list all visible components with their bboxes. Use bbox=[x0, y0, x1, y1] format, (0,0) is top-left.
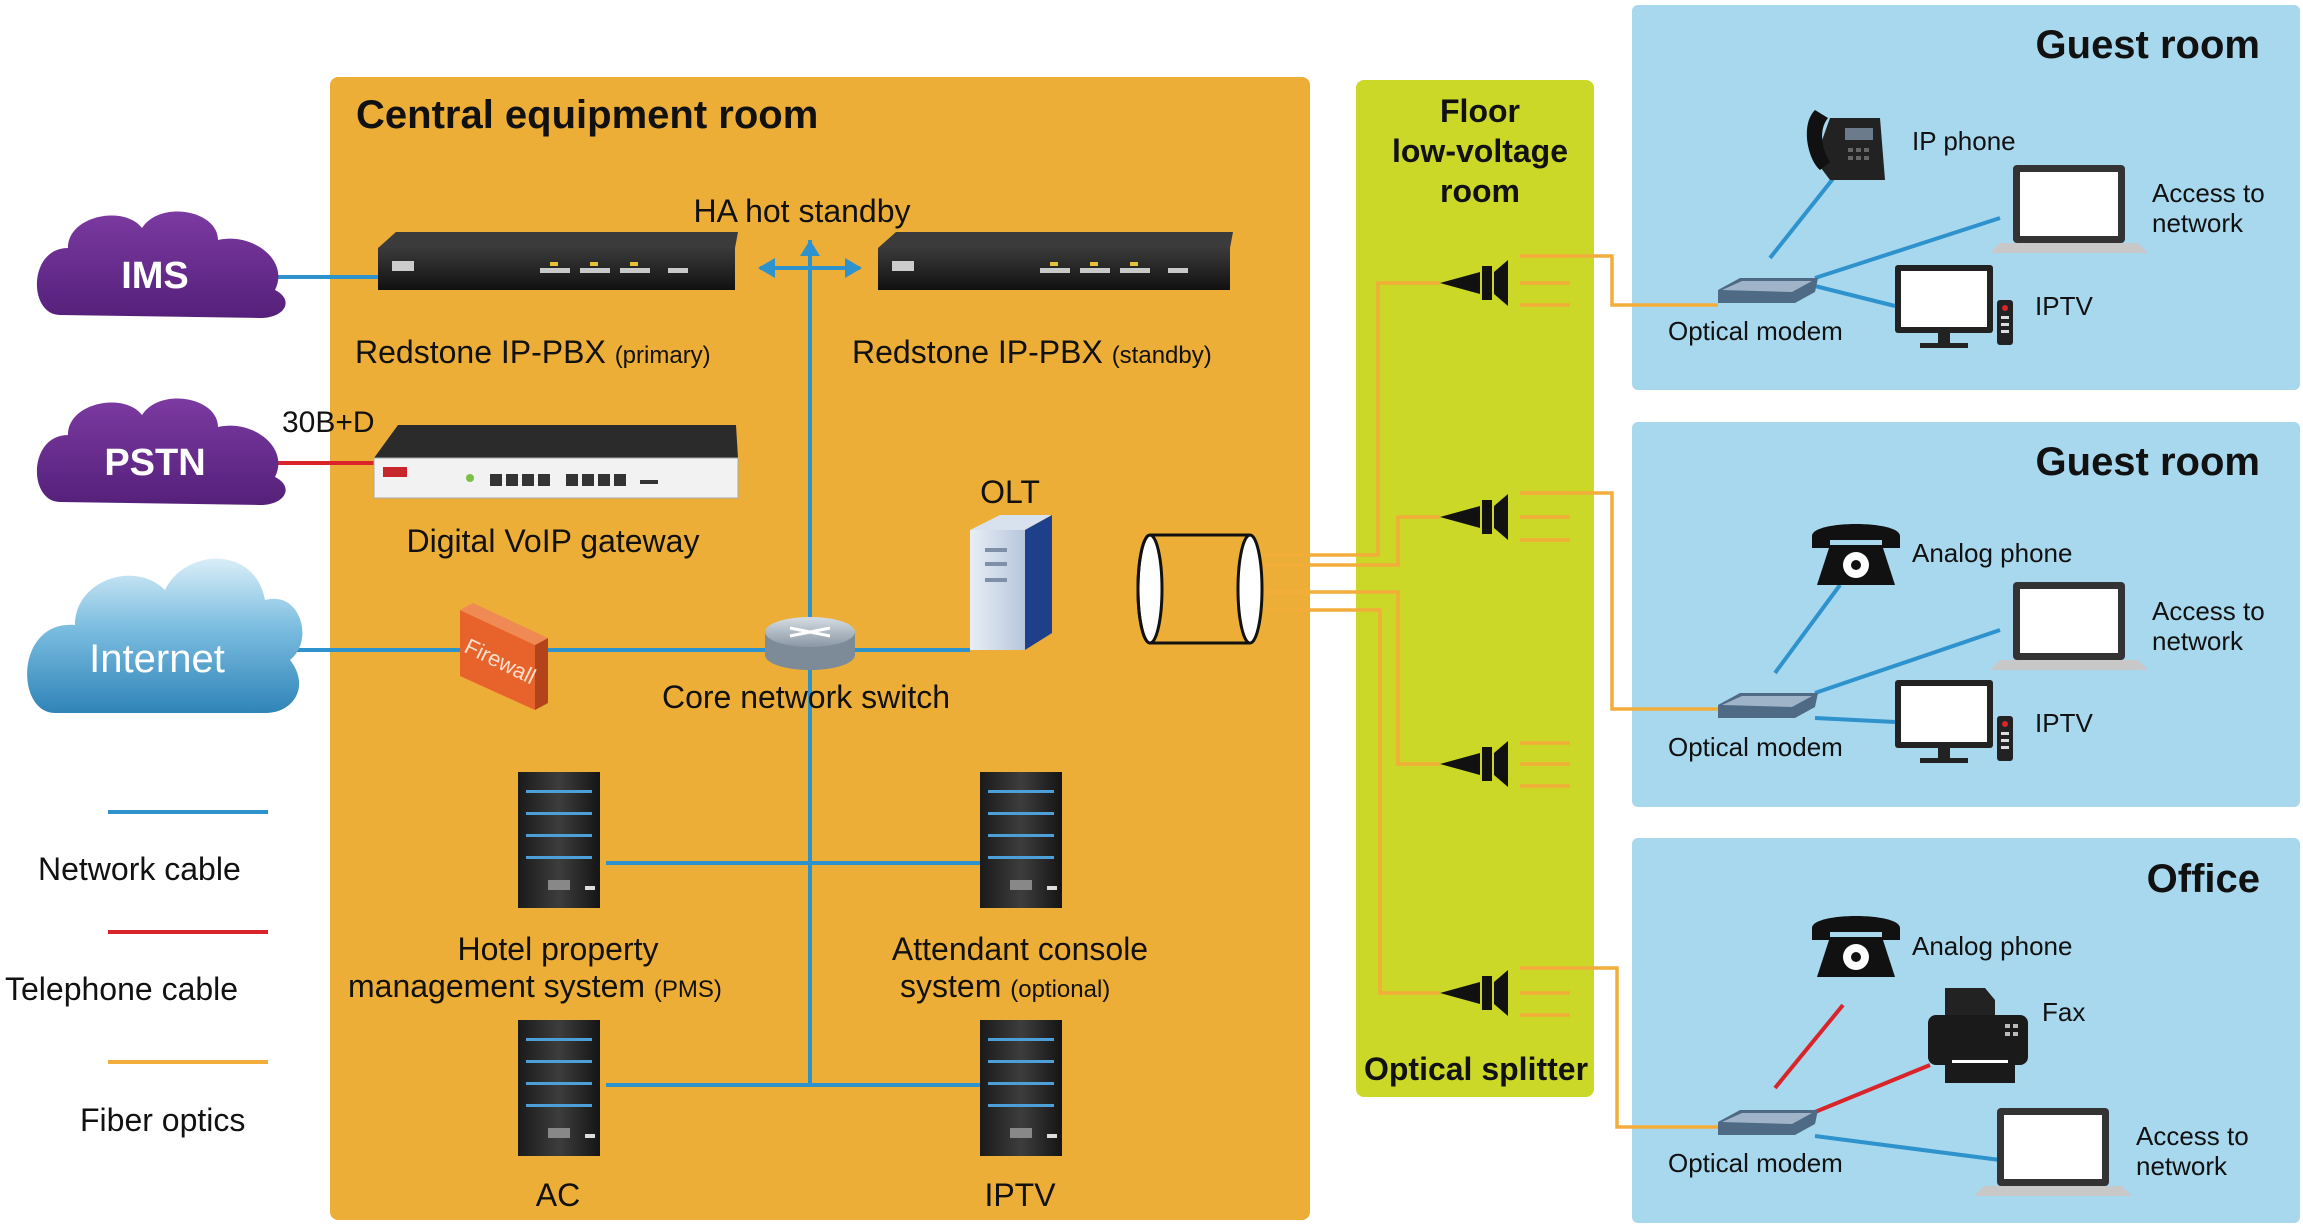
attendant-console-label-line2: system (optional) bbox=[900, 968, 1110, 1004]
pstn-cloud: PSTN bbox=[36, 398, 286, 505]
floor-room-panel bbox=[1356, 80, 1594, 1097]
remote-control-icon bbox=[1997, 716, 2013, 761]
firewall-device: Firewall bbox=[460, 603, 548, 710]
ims-label: IMS bbox=[121, 255, 189, 297]
floor-room-title-line3: room bbox=[1440, 173, 1520, 209]
telephone-cables bbox=[275, 461, 1931, 1114]
iptv-server-device bbox=[980, 1020, 1062, 1156]
access-label-line1: Access to bbox=[2152, 178, 2265, 208]
splitter-icon bbox=[1440, 741, 1508, 787]
central-room-title: Central equipment room bbox=[356, 93, 818, 137]
voip-gateway-label: Digital VoIP gateway bbox=[407, 523, 700, 559]
optical-modem-icon bbox=[1718, 1110, 1818, 1135]
remote-control-icon bbox=[1997, 300, 2013, 345]
fax-label: Fax bbox=[2042, 997, 2085, 1027]
tv-icon bbox=[1895, 265, 1993, 348]
ha-hot-standby-label: HA hot standby bbox=[693, 193, 910, 229]
access-label-line2: network bbox=[2152, 208, 2244, 238]
access-label-line1: Access to bbox=[2152, 596, 2265, 626]
floor-room-title-line2: low-voltage bbox=[1392, 133, 1568, 169]
olt-label: OLT bbox=[980, 474, 1040, 510]
pbx-standby-device bbox=[878, 232, 1233, 290]
pbx-primary-device bbox=[378, 232, 738, 290]
pms-label-line1: Hotel property bbox=[458, 931, 659, 967]
pstn-label: PSTN bbox=[104, 442, 205, 484]
attendant-console-label-line1: Attendant console bbox=[892, 931, 1148, 967]
olt-device bbox=[970, 515, 1052, 650]
ip-phone-label: IP phone bbox=[1912, 126, 2016, 156]
analog-phone-icon bbox=[1812, 916, 1900, 977]
splitter-icon bbox=[1440, 970, 1508, 1016]
analog-phone-label: Analog phone bbox=[1912, 538, 2072, 568]
iptv-label: IPTV bbox=[2035, 708, 2093, 738]
optical-modem-label: Optical modem bbox=[1668, 316, 1843, 346]
splitter-icon bbox=[1440, 494, 1508, 540]
office-title: Office bbox=[2147, 857, 2260, 901]
laptop-icon bbox=[1990, 165, 2148, 253]
core-switch-label: Core network switch bbox=[662, 679, 950, 715]
ha-arrow-icon bbox=[758, 240, 862, 278]
core-switch-device bbox=[765, 617, 855, 670]
floor-room-title-line1: Floor bbox=[1440, 93, 1520, 129]
pms-label-line2: management system (PMS) bbox=[348, 968, 722, 1004]
optical-modem-icon bbox=[1718, 278, 1818, 303]
legend-network-label: Network cable bbox=[38, 851, 241, 887]
legend-telephone-label: Telephone cable bbox=[5, 971, 238, 1007]
attendant-console-server-device bbox=[980, 772, 1062, 908]
laptop-icon bbox=[1990, 582, 2148, 670]
pms-server-device bbox=[518, 772, 600, 908]
access-label-line2: network bbox=[2136, 1151, 2228, 1181]
fiber-cables bbox=[1265, 254, 1718, 1129]
optical-modem-label: Optical modem bbox=[1668, 732, 1843, 762]
optical-splitter-label: Optical splitter bbox=[1364, 1051, 1588, 1087]
guest-room-1-title: Guest room bbox=[2036, 23, 2260, 67]
internet-cloud: Internet bbox=[27, 558, 303, 713]
network-cables bbox=[270, 168, 2001, 1162]
iptv-server-label: IPTV bbox=[984, 1177, 1056, 1213]
tv-icon bbox=[1895, 680, 1993, 763]
ims-cloud: IMS bbox=[36, 211, 286, 318]
iptv-label: IPTV bbox=[2035, 291, 2093, 321]
legend: Network cable Telephone cable Fiber opti… bbox=[5, 810, 268, 1138]
optical-modem-icon bbox=[1718, 693, 1818, 718]
analog-phone-icon bbox=[1812, 524, 1900, 585]
optical-modem-label: Optical modem bbox=[1668, 1148, 1843, 1178]
access-label-line1: Access to bbox=[2136, 1121, 2249, 1151]
ac-server-device bbox=[518, 1020, 600, 1156]
legend-fiber-label: Fiber optics bbox=[80, 1102, 245, 1138]
guest-room-2-title: Guest room bbox=[2036, 440, 2260, 484]
internet-label: Internet bbox=[89, 637, 225, 681]
ac-label: AC bbox=[536, 1177, 580, 1213]
fax-icon bbox=[1928, 988, 2028, 1083]
access-label-line2: network bbox=[2152, 626, 2244, 656]
pbx-standby-label: Redstone IP-PBX (standby) bbox=[852, 334, 1212, 370]
pbx-primary-label: Redstone IP-PBX (primary) bbox=[355, 334, 711, 370]
laptop-icon bbox=[1974, 1108, 2132, 1196]
analog-phone-label: Analog phone bbox=[1912, 931, 2072, 961]
fiber-drum-icon bbox=[1136, 533, 1264, 645]
optical-splitters bbox=[1440, 260, 1508, 1016]
gateway-link-label: 30B+D bbox=[282, 406, 375, 439]
voip-gateway-device bbox=[373, 425, 739, 499]
splitter-icon bbox=[1440, 260, 1508, 306]
ip-phone-icon bbox=[1806, 110, 1885, 180]
